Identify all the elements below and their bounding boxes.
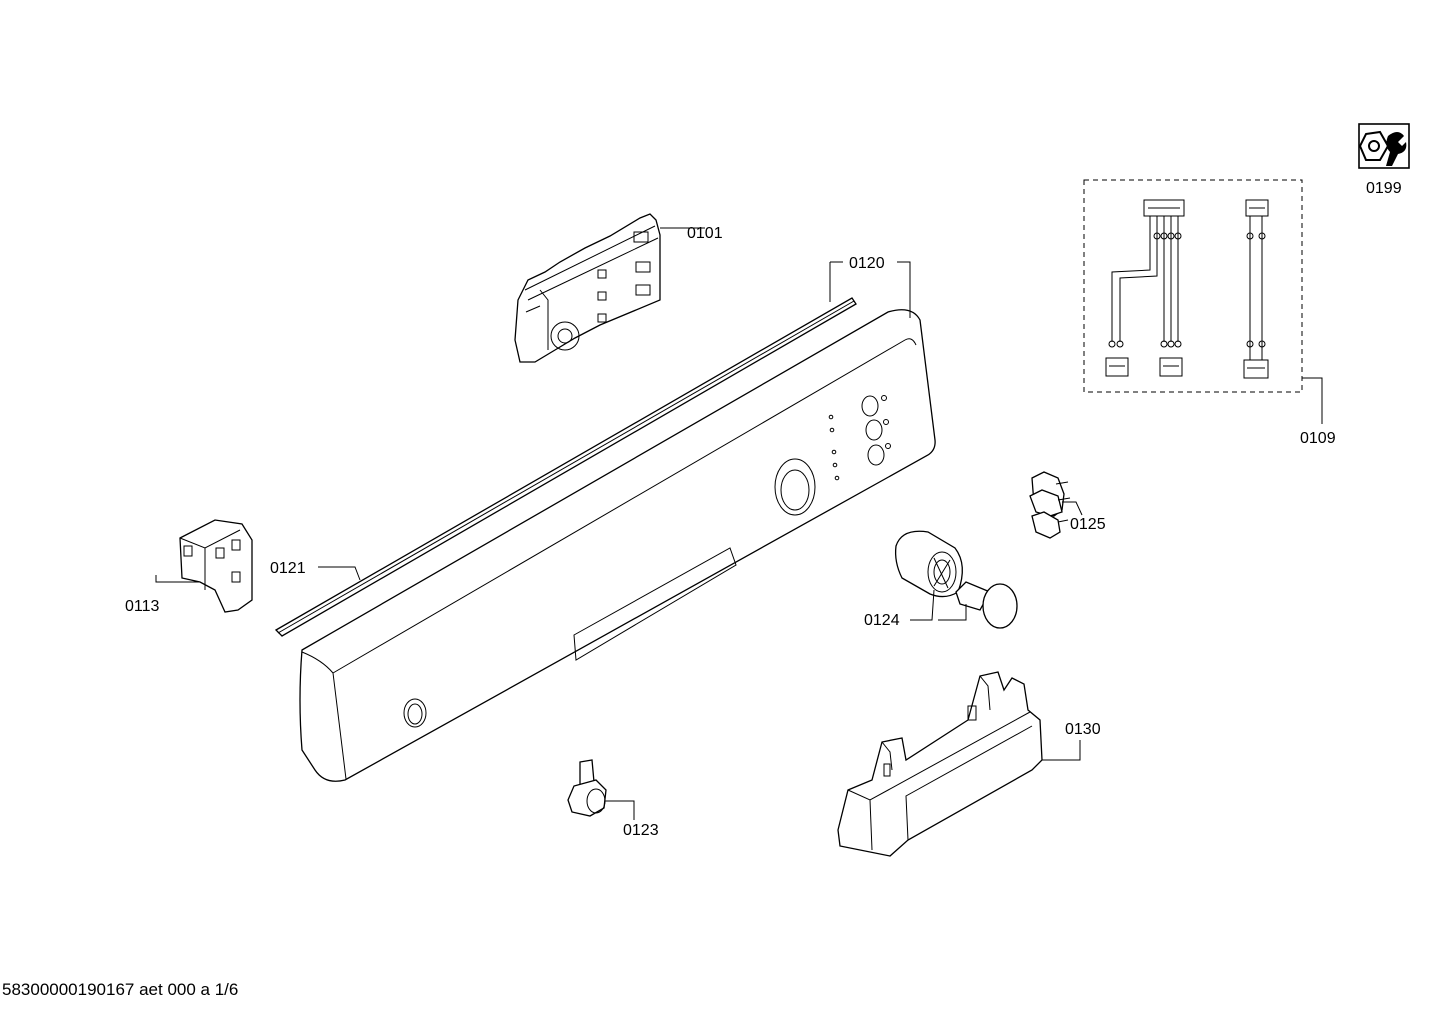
document-footer-id: 58300000190167 aet 000 a 1/6 bbox=[2, 980, 239, 999]
part-0124-knob bbox=[894, 530, 1018, 629]
label-0124: 0124 bbox=[864, 612, 900, 629]
label-0101: 0101 bbox=[687, 225, 723, 242]
label-0109: 0109 bbox=[1300, 430, 1336, 447]
label-0199: 0199 bbox=[1366, 180, 1402, 197]
part-0125-button-set bbox=[1029, 471, 1083, 539]
label-0130: 0130 bbox=[1065, 721, 1101, 738]
part-0109-wiring-harness bbox=[1083, 179, 1323, 424]
part-0113-bracket bbox=[155, 519, 253, 613]
part-0120-control-panel bbox=[299, 261, 936, 782]
label-0125: 0125 bbox=[1070, 516, 1106, 533]
label-0113: 0113 bbox=[125, 598, 160, 615]
part-0130-bracket bbox=[837, 671, 1081, 857]
label-0121: 0121 bbox=[270, 560, 306, 577]
part-0101-control-module bbox=[514, 213, 705, 363]
part-0123-switch bbox=[567, 759, 635, 820]
label-0123: 0123 bbox=[623, 822, 659, 839]
part-0121-seal-strip bbox=[274, 297, 857, 637]
wrench-nut-icon bbox=[1358, 123, 1410, 169]
label-0120: 0120 bbox=[849, 255, 885, 272]
